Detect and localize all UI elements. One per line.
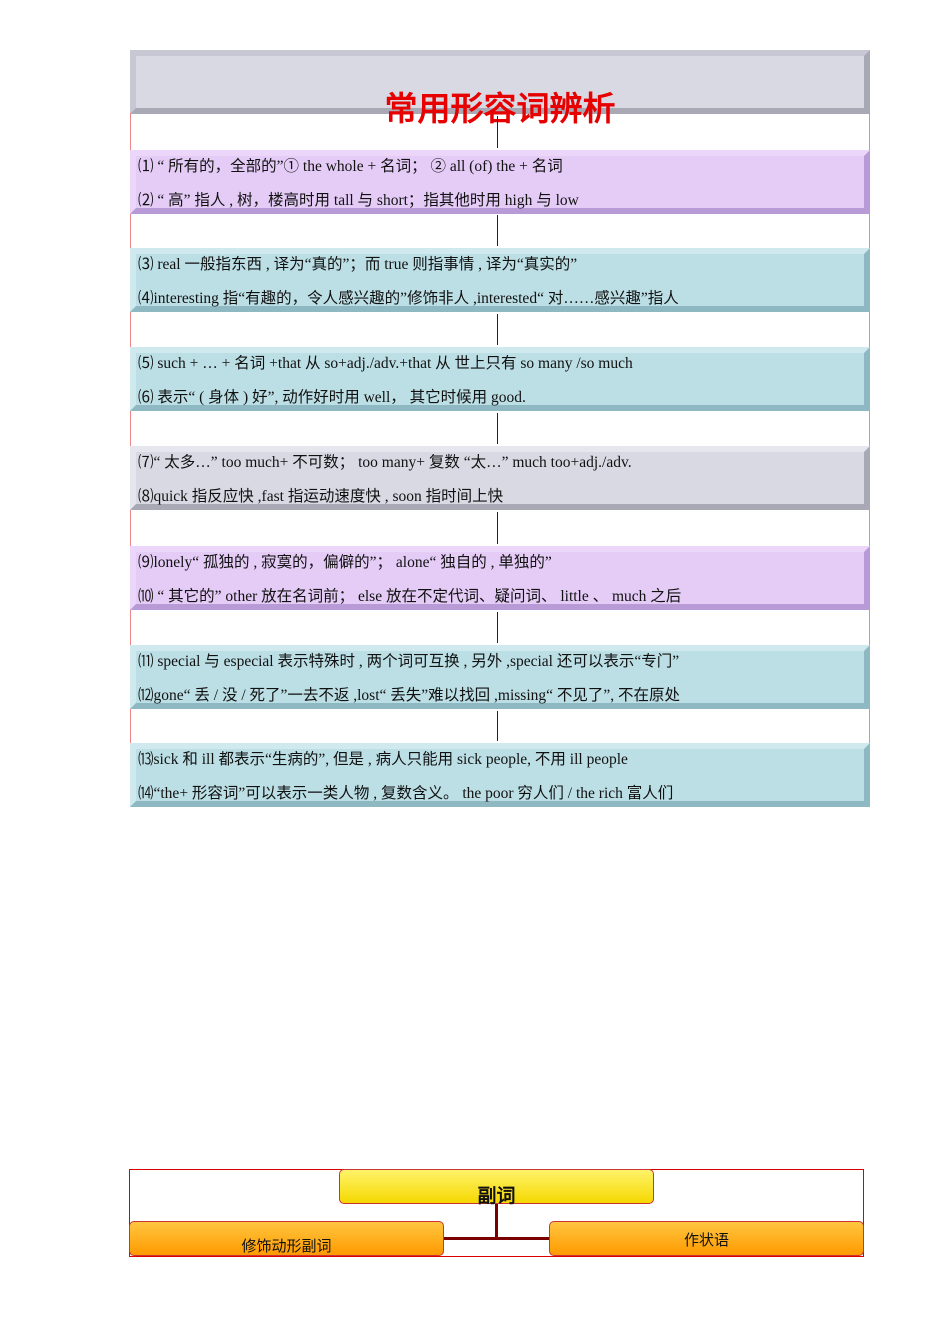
tree-connector bbox=[444, 1237, 549, 1240]
connector bbox=[497, 314, 498, 345]
note-line: ⑻quick 指反应快 ,fast 指运动速度快 , soon 指时间上快 bbox=[138, 488, 504, 505]
note-box-3: ⑸ such + … + 名词 +that 从 so+adj./adv.+tha… bbox=[130, 347, 870, 411]
title-banner: 常用形容词辨析 bbox=[130, 50, 870, 128]
note-line: ⑵ “ 高” 指人 , 树，楼高时用 tall 与 short；指其他时用 hi… bbox=[138, 192, 579, 209]
connector bbox=[497, 711, 498, 741]
note-box-5: ⑼lonely“ 孤独的 , 寂寞的，偏僻的”； alone“ 独自的 , 单独… bbox=[130, 546, 870, 610]
connector bbox=[497, 612, 498, 643]
note-line: ⑼lonely“ 孤独的 , 寂寞的，偏僻的”； alone“ 独自的 , 单独… bbox=[138, 554, 552, 571]
connector bbox=[497, 413, 498, 444]
note-line: ⒀sick 和 ill 都表示“生病的”, 但是 , 病人只能用 sick pe… bbox=[138, 751, 628, 768]
page-title: 常用形容词辨析 bbox=[384, 89, 616, 128]
connector bbox=[497, 215, 498, 246]
note-box-6: ⑾ special 与 especial 表示特殊时 , 两个词可互换 , 另外… bbox=[130, 645, 870, 709]
diagram-right-node: 作状语 bbox=[549, 1221, 864, 1256]
connector bbox=[497, 512, 498, 544]
note-box-2: ⑶ real 一般指东西 , 译为“真的”；而 true 则指事情 , 译为“真… bbox=[130, 248, 870, 312]
connector bbox=[497, 116, 498, 148]
note-line: ⑽ “ 其它的” other 放在名词前； else 放在不定代词、疑问词、 l… bbox=[138, 588, 682, 605]
note-box-4: ⑺“ 太多…” too much+ 不可数； too many+ 复数 “太…”… bbox=[130, 446, 870, 510]
note-line: ⑴ “ 所有的，全部的”① the whole + 名词； ② all (of)… bbox=[138, 158, 563, 175]
tree-connector bbox=[495, 1204, 498, 1240]
note-line: ⑿gone“ 丢 / 没 / 死了”一去不返 ,lost“ 丢失”难以找回 ,m… bbox=[138, 687, 681, 704]
note-line: ⑷interesting 指“有趣的，令人感兴趣的”修饰非人 ,interest… bbox=[138, 290, 679, 307]
diagram-left-node: 修饰动形副词 bbox=[129, 1221, 444, 1256]
note-line: ⑹ 表示“ ( 身体 ) 好”, 动作好时用 well， 其它时候用 good. bbox=[138, 389, 526, 406]
note-box-1: ⑴ “ 所有的，全部的”① the whole + 名词； ② all (of)… bbox=[130, 150, 870, 214]
diagram-root: 副词 bbox=[339, 1169, 654, 1207]
note-line: ⑺“ 太多…” too much+ 不可数； too many+ 复数 “太…”… bbox=[138, 454, 632, 471]
note-line: ⑸ such + … + 名词 +that 从 so+adj./adv.+tha… bbox=[138, 355, 633, 372]
note-line: ⒁“the+ 形容词”可以表示一类人物 , 复数含义。 the poor 穷人们… bbox=[138, 785, 674, 802]
note-line: ⑾ special 与 especial 表示特殊时 , 两个词可互换 , 另外… bbox=[138, 653, 680, 670]
note-line: ⑶ real 一般指东西 , 译为“真的”；而 true 则指事情 , 译为“真… bbox=[138, 256, 578, 273]
note-box-7: ⒀sick 和 ill 都表示“生病的”, 但是 , 病人只能用 sick pe… bbox=[130, 743, 870, 807]
